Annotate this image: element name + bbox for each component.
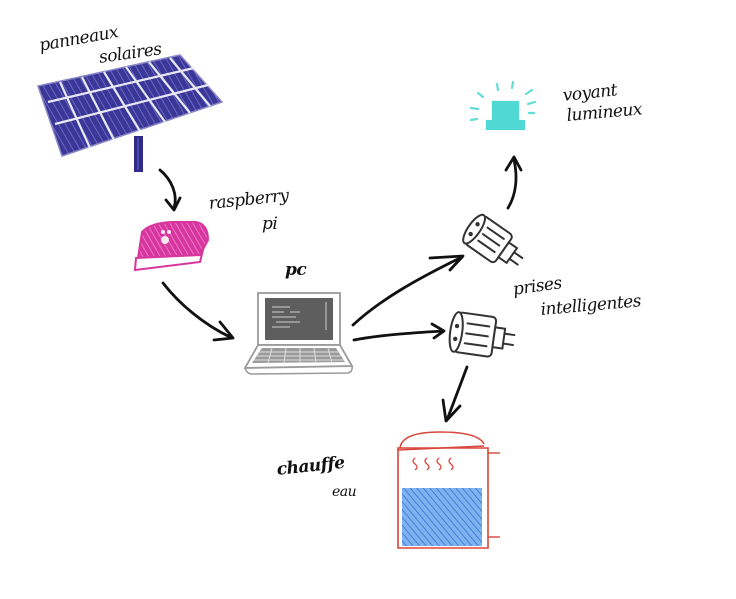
warning-light-icon [469,80,537,131]
water-heater-icon [397,431,500,549]
arrow-plug-to-heater [441,365,469,423]
arrow-plug-to-light [504,155,523,210]
solar-panel-icon [37,54,224,172]
laptop-icon [243,292,354,375]
label-raspberry-line2: pi [262,214,278,234]
arrow-solar-to-raspberry [158,168,182,212]
label-heater-line2: eau [332,484,357,500]
label-pc: pc [285,260,307,280]
arrow-pc-to-plug-top [351,254,465,327]
arrow-pc-to-plug-bottom [352,322,446,342]
smart-plug-icon-bottom [448,311,516,358]
smart-plug-icon-top [462,213,524,266]
arrow-raspberry-to-pc [161,281,235,342]
raspberry-pi-icon [133,221,210,272]
